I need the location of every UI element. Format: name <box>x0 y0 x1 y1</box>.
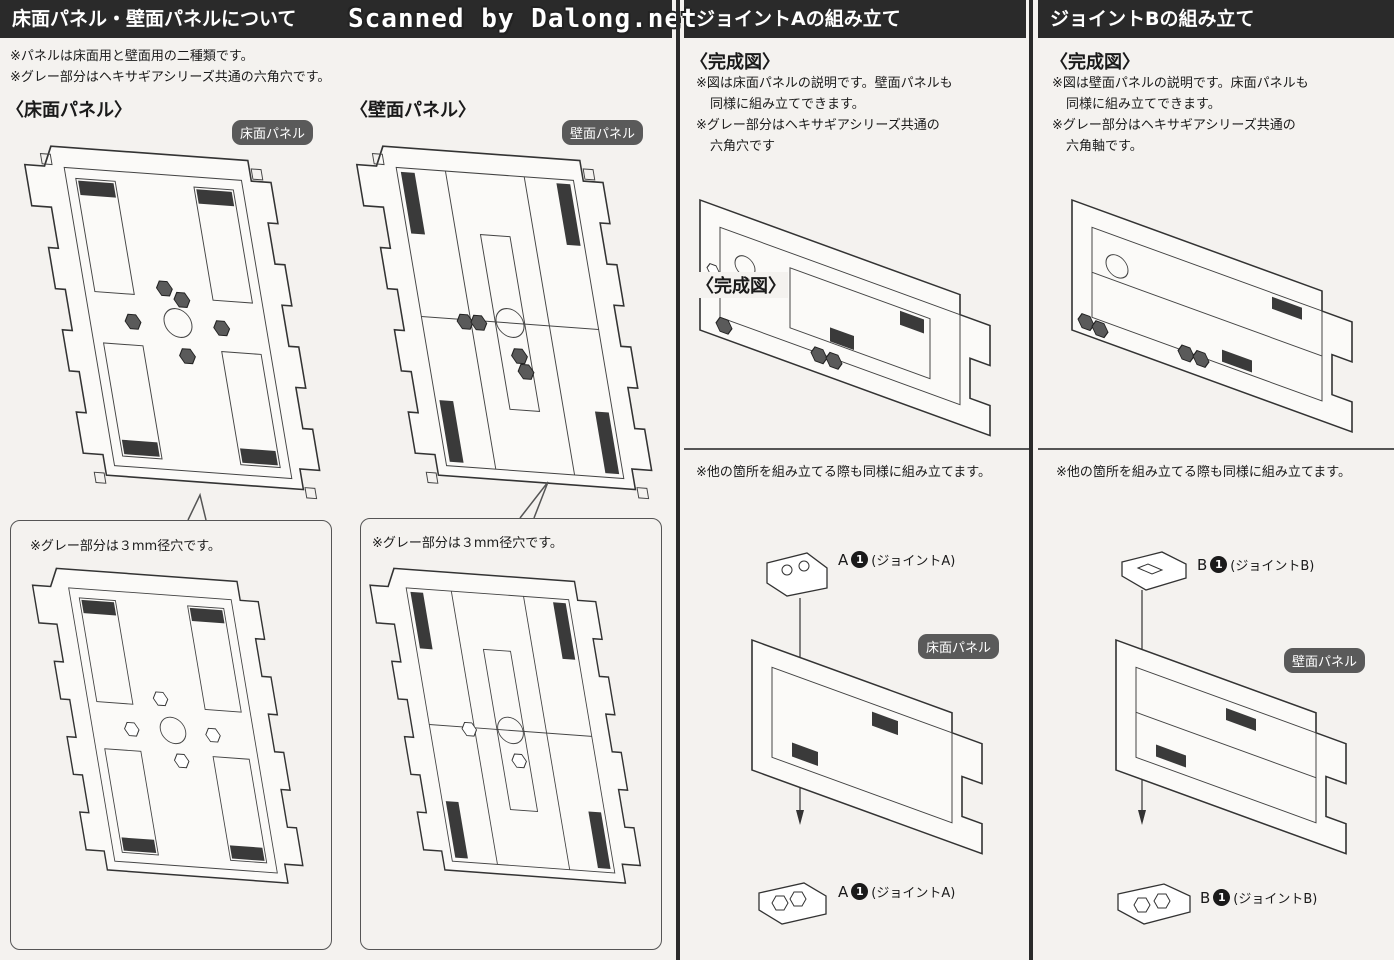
joint-a-note-1: ※図は床面パネルの説明です。壁面パネルも <box>696 76 953 91</box>
floor-panel-illustration <box>23 145 321 500</box>
joint-a-complete-heading: 〈完成図〉 <box>690 52 780 73</box>
joint-b-complete-illustration <box>1071 198 1353 434</box>
floor-panel-detail-illustration <box>31 567 304 884</box>
section-header-joint-a: ジョイントAの組み立て <box>684 0 1026 38</box>
part-letter: B <box>1197 555 1208 574</box>
column-divider <box>676 0 680 960</box>
joint-b-note-2: 同様に組み立てできます。 <box>1066 97 1221 112</box>
joint-b-top-label: B 1 (ジョイントB) <box>1197 555 1315 575</box>
joint-a-other-note: ※他の箇所を組み立てる際も同様に組み立てます。 <box>696 465 991 480</box>
joint-b-assembly-illustration <box>1115 590 1347 855</box>
joint-a-top-part <box>766 552 828 597</box>
joint-a-complete-illustration <box>699 198 991 437</box>
joint-b-note-1: ※図は壁面パネルの説明です。床面パネルも <box>1052 76 1309 91</box>
floor-callout-box <box>10 520 332 950</box>
wall-panel-detail-illustration <box>369 567 642 884</box>
wall-panel-badge: 壁面パネル <box>562 120 644 145</box>
joint-b-top-part <box>1121 551 1187 591</box>
joint-b-other-note: ※他の箇所を組み立てる際も同様に組み立てます。 <box>1056 465 1351 480</box>
floor-callout-note: ※グレー部分は３mm径穴です。 <box>30 539 221 554</box>
wall-callout-box <box>360 518 662 950</box>
joint-a-divider <box>684 448 1029 450</box>
scan-watermark: Scanned by Dalong.net <box>348 4 698 34</box>
floor-panel-heading: 〈床面パネル〉 <box>6 100 132 121</box>
wall-panel-illustration <box>355 145 653 500</box>
part-name: (ジョイントA) <box>871 554 956 569</box>
wall-callout-note: ※グレー部分は３mm径穴です。 <box>372 536 563 551</box>
joint-a-note-2: 同様に組み立てできます。 <box>710 97 865 112</box>
callout-pointer <box>187 481 549 521</box>
section-header-joint-b: ジョイントBの組み立て <box>1038 0 1394 38</box>
part-number-badge: 1 <box>1213 889 1231 906</box>
part-number-badge: 1 <box>1210 556 1228 573</box>
part-letter: A <box>838 550 849 569</box>
joint-b-note-4: 六角軸です。 <box>1066 139 1143 154</box>
part-name: (ジョイントA) <box>871 886 956 901</box>
wall-panel-heading: 〈壁面パネル〉 <box>350 100 476 121</box>
floor-panel-badge: 床面パネル <box>232 120 314 145</box>
part-number-badge: 1 <box>851 883 869 900</box>
joint-b-bottom-part <box>1117 883 1191 925</box>
joint-a-panel-badge: 床面パネル <box>918 634 1000 659</box>
panel-note-1: ※パネルは床面用と壁面用の二種類です。 <box>10 49 254 64</box>
joint-b-panel-badge: 壁面パネル <box>1284 648 1366 673</box>
part-name: (ジョイントB) <box>1230 559 1315 574</box>
part-letter: B <box>1200 888 1211 907</box>
joint-a-inset-heading: 〈完成図〉 <box>694 272 788 298</box>
panel-note-2: ※グレー部分はヘキサギアシリーズ共通の六角穴です。 <box>10 70 331 85</box>
joint-b-complete-heading: 〈完成図〉 <box>1050 52 1140 73</box>
part-name: (ジョイントB) <box>1233 892 1318 907</box>
joint-a-note-4: 六角穴です <box>710 139 776 154</box>
part-letter: A <box>838 882 849 901</box>
column-divider <box>1029 0 1033 960</box>
joint-a-note-3: ※グレー部分はヘキサギアシリーズ共通の <box>696 118 940 133</box>
joint-a-bottom-part <box>758 882 827 925</box>
joint-b-bottom-label: B 1 (ジョイントB) <box>1200 888 1318 908</box>
joint-a-top-label: A 1 (ジョイントA) <box>838 550 956 570</box>
section-header-panels: 床面パネル・壁面パネルについて <box>0 0 672 38</box>
joint-b-note-3: ※グレー部分はヘキサギアシリーズ共通の <box>1052 118 1296 133</box>
part-number-badge: 1 <box>851 551 869 568</box>
joint-b-divider <box>1038 448 1394 450</box>
joint-a-bottom-label: A 1 (ジョイントA) <box>838 882 956 902</box>
joint-a-assembly-illustration <box>751 598 983 855</box>
